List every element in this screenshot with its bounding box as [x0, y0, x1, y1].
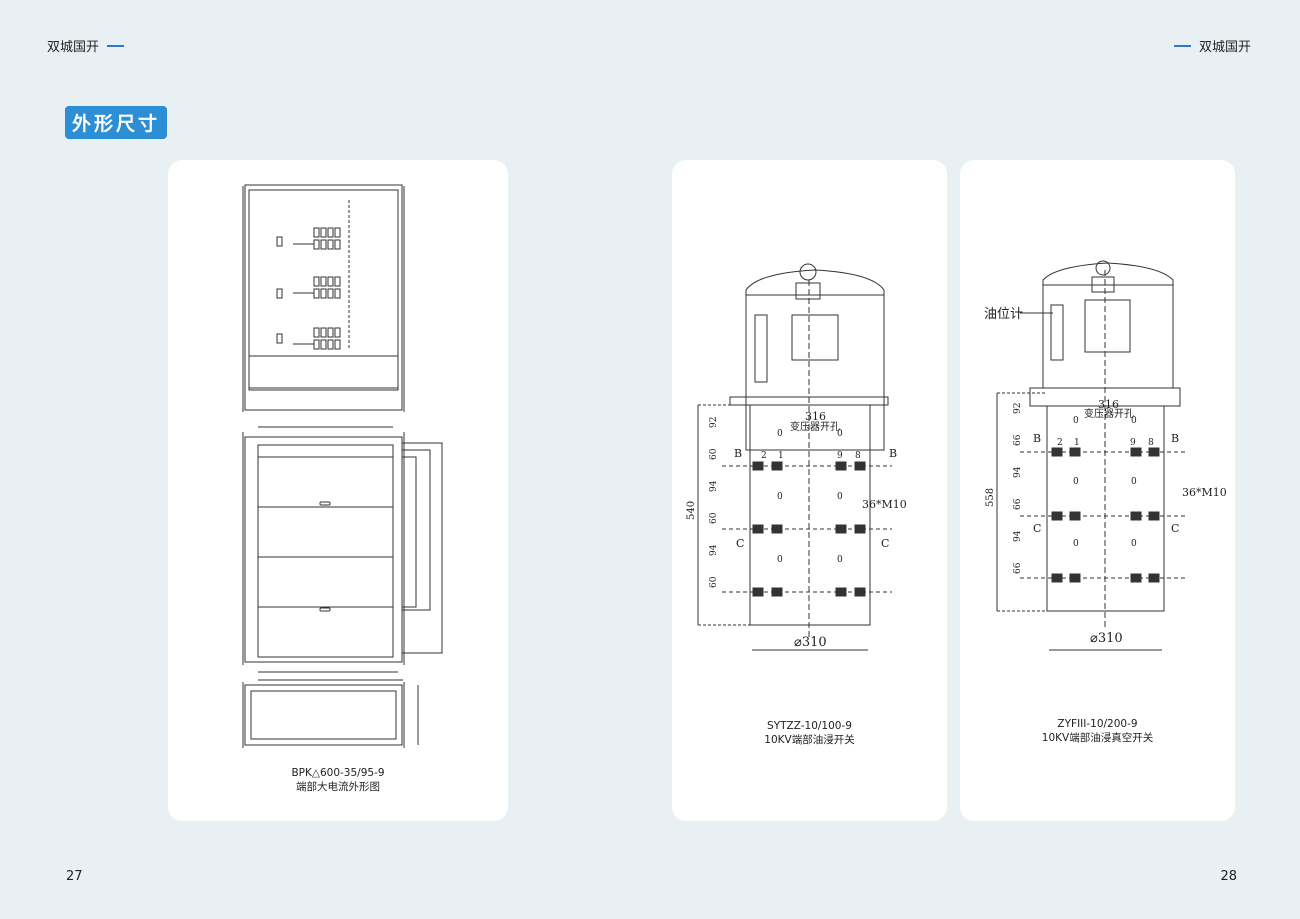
brand-right-dash: [1173, 44, 1191, 47]
zyfiii-oil-gauge: 油位计: [984, 307, 1023, 322]
cabinet-model: BPK△600-35/95-9: [291, 767, 385, 779]
page-number-left: 27: [66, 869, 83, 884]
sytzz-bolt-label: 36*M10: [862, 498, 907, 511]
sytzz-dim-3: 94: [709, 480, 719, 492]
zyfiii-height-total: 558: [985, 488, 996, 507]
brand-right: 双城国开: [1173, 36, 1251, 55]
sytzz-dim-5: 94: [709, 544, 719, 556]
cabinet-caption: BPK△600-35/95-9 端部大电流外形图: [168, 766, 508, 794]
section-title: 外形尺寸: [65, 106, 167, 139]
sytzz-model: SYTZZ-10/100-9: [767, 720, 852, 732]
sytzz-zero-2: 0: [837, 429, 843, 439]
zyfiii-zero-2: 0: [1131, 416, 1137, 426]
zyfiii-terminal-9: 9: [1130, 438, 1136, 448]
cabinet-front-outline: [244, 184, 403, 411]
sytzz-terminal-8: 8: [855, 451, 861, 461]
zyfiii-dim-5: 94: [1013, 530, 1023, 542]
zyfiii-terminal-1: 1: [1074, 438, 1080, 448]
sytzz-dim-6: 60: [709, 576, 719, 588]
sytzz-zero-5: 0: [777, 555, 783, 565]
zyfiii-dim-2: 66: [1013, 434, 1023, 446]
zyfiii-diameter: ⌀310: [1090, 631, 1123, 646]
cabinet-description: 端部大电流外形图: [296, 781, 380, 793]
zyfiii-terminal-8: 8: [1148, 438, 1154, 448]
zyfiii-drawing: 油位计 316 变压器开孔 36*M10 ⌀310 558 92 66 94 6…: [984, 260, 1227, 651]
zyfiii-section-b-right: B: [1171, 432, 1179, 445]
brand-left-dash: [107, 44, 125, 47]
brand-left-text: 双城国开: [47, 40, 100, 55]
sytzz-caption: SYTZZ-10/100-9 10KV端部油浸开关: [672, 719, 947, 747]
zyfiii-dim-3: 94: [1013, 466, 1023, 478]
zyfiii-zero-1: 0: [1073, 416, 1079, 426]
zyfiii-zero-4: 0: [1131, 477, 1137, 487]
sytzz-width-top: 316: [805, 410, 826, 423]
zyfiii-dim-4: 66: [1013, 498, 1023, 510]
sytzz-height-total: 540: [686, 501, 697, 520]
zyfiii-dim-6: 66: [1013, 562, 1023, 574]
fuse-group-3: [276, 327, 341, 350]
sytzz-zero-3: 0: [777, 492, 783, 502]
sytzz-zero-1: 0: [777, 429, 783, 439]
sytzz-dim-2: 60: [709, 448, 719, 460]
sytzz-section-b-left: B: [734, 447, 742, 460]
zyfiii-section-c-left: C: [1033, 522, 1041, 535]
zyfiii-zero-5: 0: [1073, 539, 1079, 549]
sytzz-section-c-left: C: [736, 537, 744, 550]
zyfiii-model: ZYFIII-10/200-9: [1057, 718, 1138, 730]
brand-right-text: 双城国开: [1198, 40, 1251, 55]
sytzz-section-b-right: B: [889, 447, 897, 460]
sytzz-tank: [745, 269, 885, 451]
page-number-right: 28: [1220, 869, 1237, 884]
sytzz-terminal-1: 1: [778, 451, 784, 461]
cabinet-side-outline: [244, 436, 403, 663]
sytzz-zero-4: 0: [837, 492, 843, 502]
cabinet-drawing: [242, 184, 443, 748]
sytzz-dim-4: 60: [709, 512, 719, 524]
sytzz-hole-label: 变压器开孔: [790, 420, 840, 433]
drawing-card-zyfiii: 油位计 316 变压器开孔 36*M10 ⌀310 558 92 66 94 6…: [960, 160, 1235, 821]
zyfiii-section-c-right: C: [1171, 522, 1179, 535]
zyfiii-bolt-label: 36*M10: [1182, 486, 1227, 499]
sytzz-terminal-9: 9: [837, 451, 843, 461]
zyfiii-zero-6: 0: [1131, 539, 1137, 549]
zyfiii-tank: [1042, 262, 1174, 389]
sytzz-diameter: ⌀310: [794, 635, 827, 650]
sytzz-dim-1: 92: [709, 417, 719, 428]
sytzz-section-c-right: C: [881, 537, 889, 550]
zyfiii-section-b-left: B: [1033, 432, 1041, 445]
fuse-group-1: [276, 227, 341, 250]
zyfiii-hole-label: 变压器开孔: [1084, 407, 1134, 420]
zyfiii-caption: ZYFIII-10/200-9 10KV端部油浸真空开关: [960, 717, 1235, 745]
drawing-card-cabinet: BPK△600-35/95-9 端部大电流外形图: [168, 160, 508, 821]
cabinet-bottom-outline: [244, 684, 403, 746]
zyfiii-description: 10KV端部油浸真空开关: [1041, 732, 1154, 744]
sytzz-terminal-2: 2: [761, 451, 767, 461]
brand-left: 双城国开: [47, 36, 125, 55]
zyfiii-dim-1: 92: [1013, 403, 1023, 414]
sytzz-description: 10KV端部油浸开关: [764, 734, 855, 746]
zyfiii-width-top: 316: [1098, 398, 1119, 411]
sytzz-zero-6: 0: [837, 555, 843, 565]
sytzz-drawing: 316 变压器开孔 36*M10 ⌀310 540 92 60 94 60 94…: [686, 263, 907, 651]
fuse-group-2: [276, 276, 341, 299]
drawing-card-sytzz: 316 变压器开孔 36*M10 ⌀310 540 92 60 94 60 94…: [672, 160, 947, 821]
zyfiii-zero-3: 0: [1073, 477, 1079, 487]
zyfiii-terminal-2: 2: [1057, 438, 1063, 448]
